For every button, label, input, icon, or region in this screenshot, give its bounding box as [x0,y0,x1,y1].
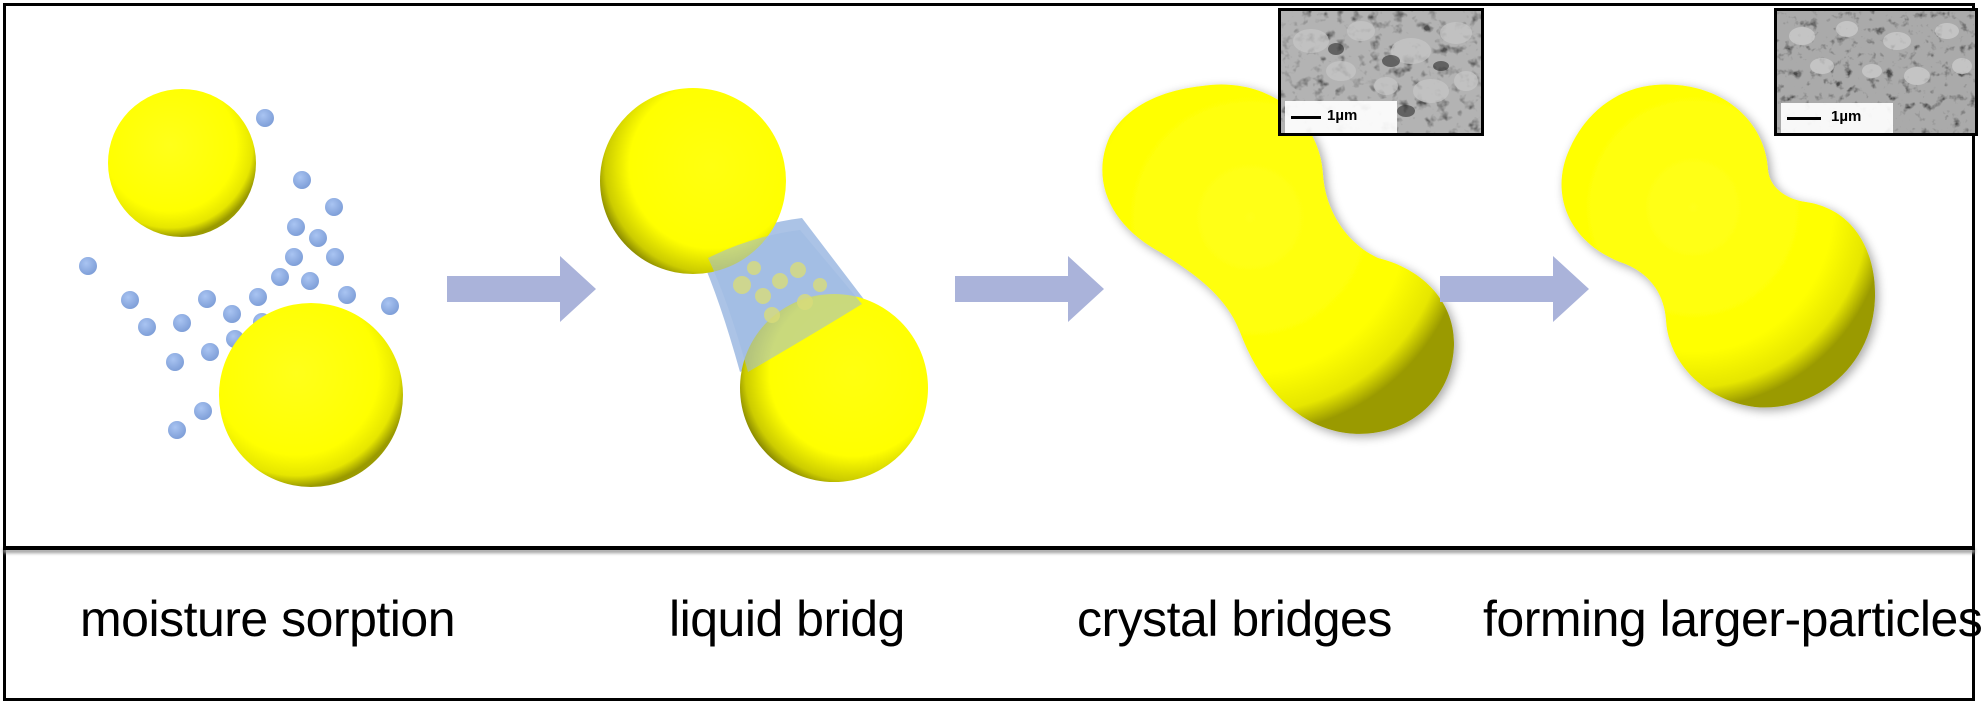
fused-particle-crystal-bridge [1102,84,1455,434]
scale-bar [1787,117,1821,120]
bridge-droplets [733,261,827,323]
particle-top [108,89,256,237]
fused-larger-particle [1561,84,1876,408]
stage-moisture-sorption [79,89,403,487]
scale-bar [1291,116,1321,119]
particle-bottom [219,303,403,487]
scale-bar-label: 1µm [1327,107,1358,124]
caption-moisture-sorption: moisture sorption [80,591,456,647]
caption-divider [3,546,1975,550]
caption-crystal-bridges: crystal bridges [1077,591,1392,647]
arrow-1 [447,256,596,322]
stage-liquid-bridge [600,88,928,482]
stage-forming-larger-particles [1561,84,1876,408]
liquid-bridge-overlay [708,230,862,372]
caption-liquid-bridge: liquid bridg [669,591,905,647]
arrow-2 [955,256,1104,322]
stage-crystal-bridges [1102,84,1455,434]
sem-image-inset-larger-particles: 1µm [1774,8,1978,136]
caption-forming-larger-particles: forming larger-particles [1483,591,1983,647]
arrow-3 [1440,256,1589,322]
scale-bar-label: 1µm [1831,108,1862,125]
sem-image-inset-crystal: 1µm [1278,8,1484,136]
particle-top [600,88,786,274]
